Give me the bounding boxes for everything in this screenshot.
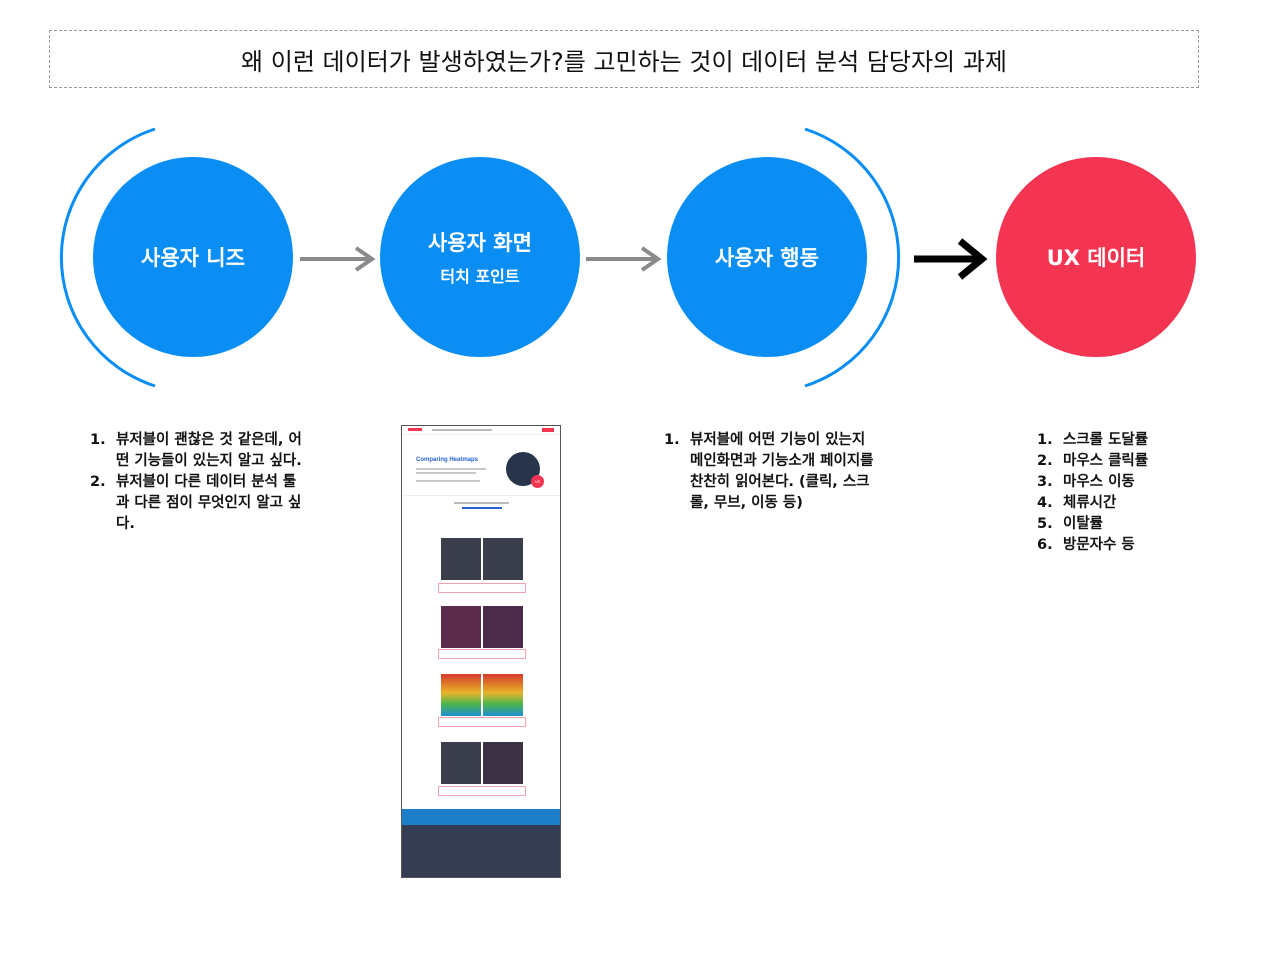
screenshot-heatmap-pair <box>441 606 523 648</box>
node-label: 사용자 행동 <box>715 246 819 270</box>
list-item: 1. 뷰저블이 괜찮은 것 같은데, 어떤 기능들이 있는지 알고 싶다. <box>90 432 302 469</box>
right-bracket-arc <box>804 127 901 388</box>
screenshot-footer-stats <box>402 809 560 825</box>
node-user-screen: 사용자 화면 터치 포인트 <box>380 157 580 357</box>
node-ux-data: UX 데이터 <box>996 157 1196 357</box>
node-label: UX 데이터 <box>1046 246 1146 270</box>
screenshot-vs-badge: VS <box>531 475 544 488</box>
screenshot-nav-links <box>432 429 492 431</box>
node-user-needs: 사용자 니즈 <box>93 157 293 357</box>
screenshot-heatmap-pair <box>441 674 523 716</box>
node-sublabel: 터치 포인트 <box>440 267 520 286</box>
screenshot-hero: Comparing Heatmaps VS <box>402 435 560 496</box>
actions-list: 1. 뷰저블에 어떤 기능이 있는지 메인화면과 기능소개 페이지를 찬찬히 읽… <box>664 430 879 514</box>
screenshot-nav-button <box>542 428 554 432</box>
arrow-action-to-ux <box>914 238 988 280</box>
screenshot-heading: Comparing Heatmaps <box>416 457 479 463</box>
ux-data-list: 1.스크롤 도달률 2.마우스 클릭률 3.마우스 이동 4.체류시간 5.이탈… <box>1037 430 1217 556</box>
node-user-action: 사용자 행동 <box>667 157 867 357</box>
list-item: 1.스크롤 도달률 <box>1037 432 1149 448</box>
screenshot-heatmap-pair <box>441 538 523 580</box>
node-label: 사용자 화면 <box>428 231 532 255</box>
arrow-screen-to-action <box>586 246 662 272</box>
node-label: 사용자 니즈 <box>141 246 245 270</box>
diagram-title: 왜 이런 데이터가 발생하였는가?를 고민하는 것이 데이터 분석 담당자의 과… <box>241 47 1007 76</box>
screenshot-caption <box>438 786 526 796</box>
list-item: 2.마우스 클릭률 <box>1037 453 1149 469</box>
needs-list: 1. 뷰저블이 괜찮은 것 같은데, 어떤 기능들이 있는지 알고 싶다. 2.… <box>90 430 305 535</box>
screenshot-footer <box>402 825 560 877</box>
arrow-needs-to-screen <box>300 246 376 272</box>
list-item: 2. 뷰저블이 다른 데이터 분석 툴과 다른 점이 무엇인지 알고 싶다. <box>90 474 302 532</box>
screenshot-text-line <box>454 502 509 504</box>
screenshot-heatmap-pair <box>441 742 523 784</box>
list-item: 1. 뷰저블에 어떤 기능이 있는지 메인화면과 기능소개 페이지를 찬찬히 읽… <box>664 432 874 511</box>
screenshot-text-line <box>462 507 502 509</box>
list-item: 3.마우스 이동 <box>1037 474 1135 490</box>
left-bracket-arc <box>59 127 156 388</box>
screenshot-text-line <box>416 472 476 474</box>
list-item: 6.방문자수 등 <box>1037 537 1135 553</box>
screenshot-caption <box>438 583 526 593</box>
screenshot-nav <box>402 426 560 435</box>
webpage-screenshot: Comparing Heatmaps VS <box>401 425 561 878</box>
screenshot-logo <box>408 428 422 431</box>
screenshot-caption <box>438 717 526 727</box>
screenshot-caption <box>438 649 526 659</box>
list-item: 5.이탈률 <box>1037 516 1104 532</box>
screenshot-text-line <box>416 480 480 482</box>
title-box: 왜 이런 데이터가 발생하였는가?를 고민하는 것이 데이터 분석 담당자의 과… <box>49 30 1199 88</box>
screenshot-text-line <box>416 468 486 470</box>
list-item: 4.체류시간 <box>1037 495 1117 511</box>
